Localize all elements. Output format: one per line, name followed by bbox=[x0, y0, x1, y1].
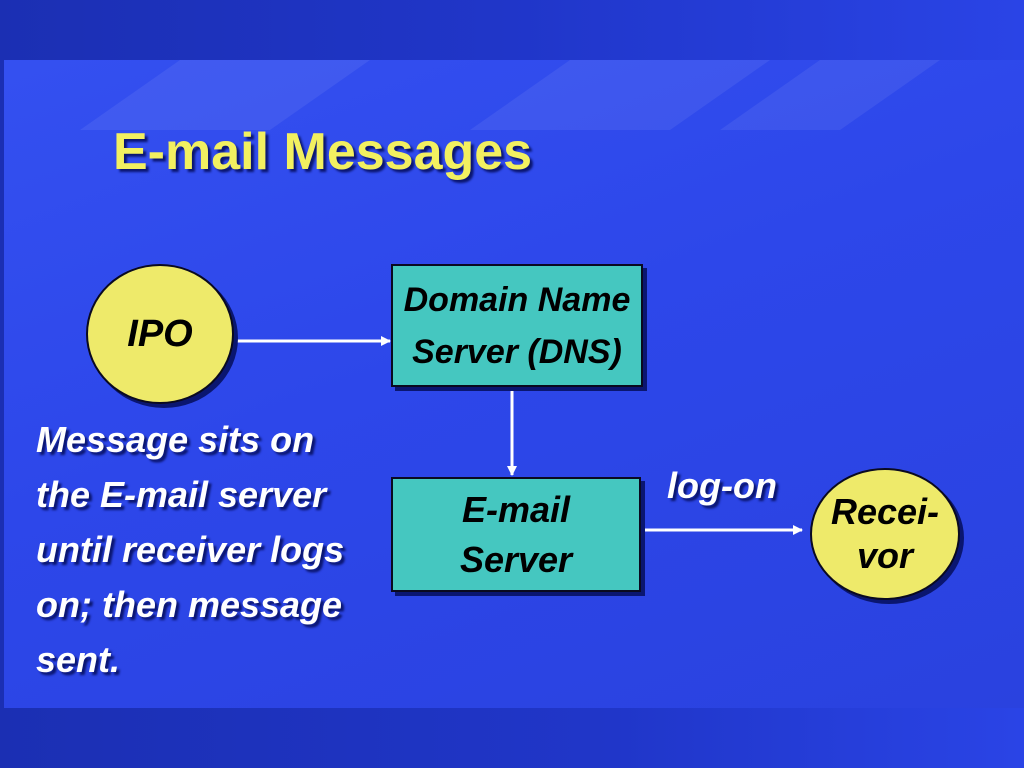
email-server-node: E-mail Server bbox=[391, 477, 641, 592]
bottom-band bbox=[0, 708, 1024, 768]
email-server-label-line2: Server bbox=[459, 538, 573, 580]
note-line: on; then message bbox=[36, 584, 343, 625]
email-server-label-line1: E-mail bbox=[461, 488, 571, 530]
dns-node: Domain Name Server (DNS) bbox=[391, 264, 643, 387]
note-line: until receiver logs bbox=[36, 529, 345, 570]
left-edge bbox=[0, 60, 4, 708]
receiver-label-line2: vor bbox=[856, 535, 914, 576]
dns-label-line1: Domain Name bbox=[403, 280, 631, 319]
note-line: the E-mail server bbox=[36, 474, 327, 515]
top-band bbox=[0, 0, 1024, 60]
ipo-label: IPO bbox=[127, 312, 193, 355]
message-note: Message sits on the E-mail server until … bbox=[36, 412, 376, 687]
note-line: sent. bbox=[36, 639, 121, 680]
ipo-node: IPO bbox=[86, 264, 234, 404]
logon-label: log-on bbox=[667, 465, 777, 506]
receiver-label-line1: Recei- bbox=[830, 491, 940, 532]
slide-title: E-mail Messages bbox=[113, 123, 533, 181]
dns-label-line2: Server (DNS) bbox=[412, 332, 622, 371]
receiver-node: Recei- vor bbox=[810, 468, 960, 600]
note-line: Message sits on bbox=[36, 419, 315, 460]
